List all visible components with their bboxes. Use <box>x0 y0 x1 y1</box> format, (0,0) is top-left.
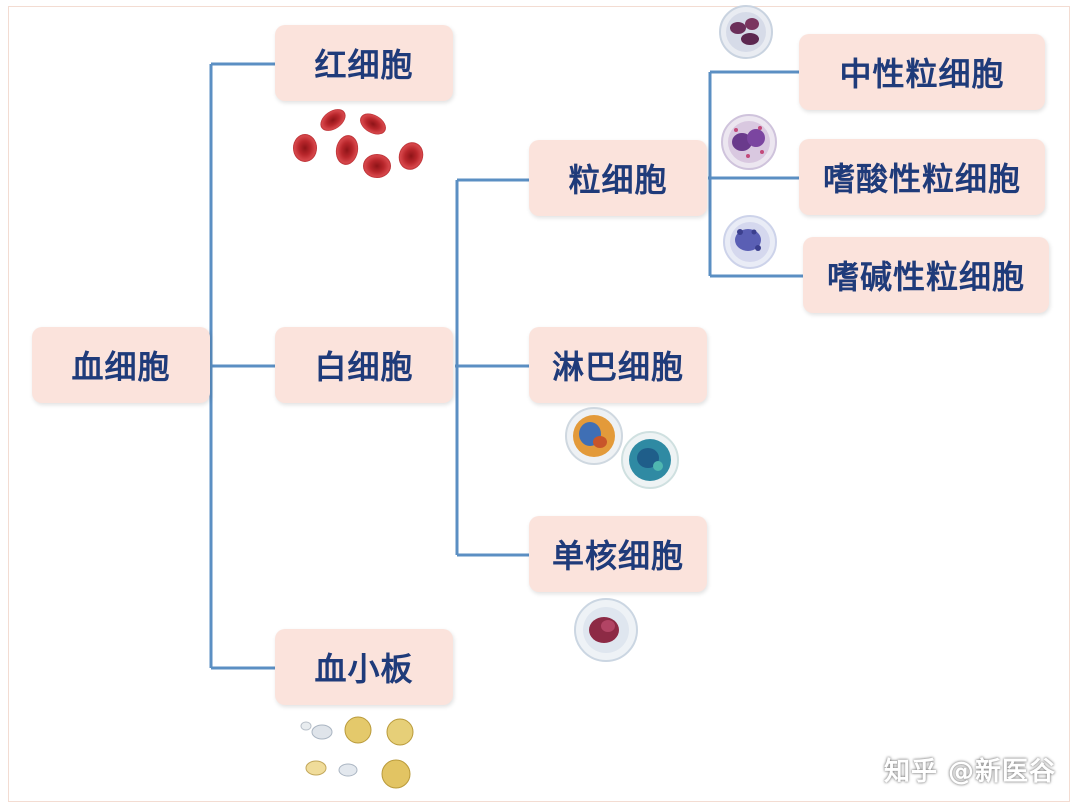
node-red-blood-cell: 红细胞 <box>275 25 453 101</box>
red-blood-cell-icon <box>293 134 317 162</box>
red-blood-cell-illustration <box>293 109 424 178</box>
neutrophil-illustration <box>719 5 773 59</box>
node-blood-cell: 血细胞 <box>32 327 210 403</box>
eosinophil-illustration <box>721 114 777 170</box>
red-blood-cell-icon <box>398 142 424 170</box>
red-blood-cell-icon <box>360 113 386 135</box>
node-basophil: 嗜碱性粒细胞 <box>803 237 1049 313</box>
red-blood-cell-icon <box>335 135 359 165</box>
node-platelet: 血小板 <box>275 629 453 705</box>
node-neutrophil: 中性粒细胞 <box>799 34 1045 110</box>
basophil-illustration <box>723 215 777 269</box>
lymphocyte-illustration <box>565 407 679 489</box>
node-eosinophil: 嗜酸性粒细胞 <box>799 139 1045 215</box>
watermark: 知乎 @新医谷 <box>883 757 1056 787</box>
red-blood-cell-icon <box>363 154 391 178</box>
node-granulocyte: 粒细胞 <box>529 140 707 216</box>
red-blood-cell-icon <box>320 109 346 131</box>
diagram-frame <box>8 6 1070 802</box>
node-monocyte: 单核细胞 <box>529 516 707 592</box>
monocyte-illustration <box>574 598 638 662</box>
node-white-blood-cell: 白细胞 <box>275 327 453 403</box>
platelet-illustration <box>300 716 414 789</box>
node-lymphocyte: 淋巴细胞 <box>529 327 707 403</box>
